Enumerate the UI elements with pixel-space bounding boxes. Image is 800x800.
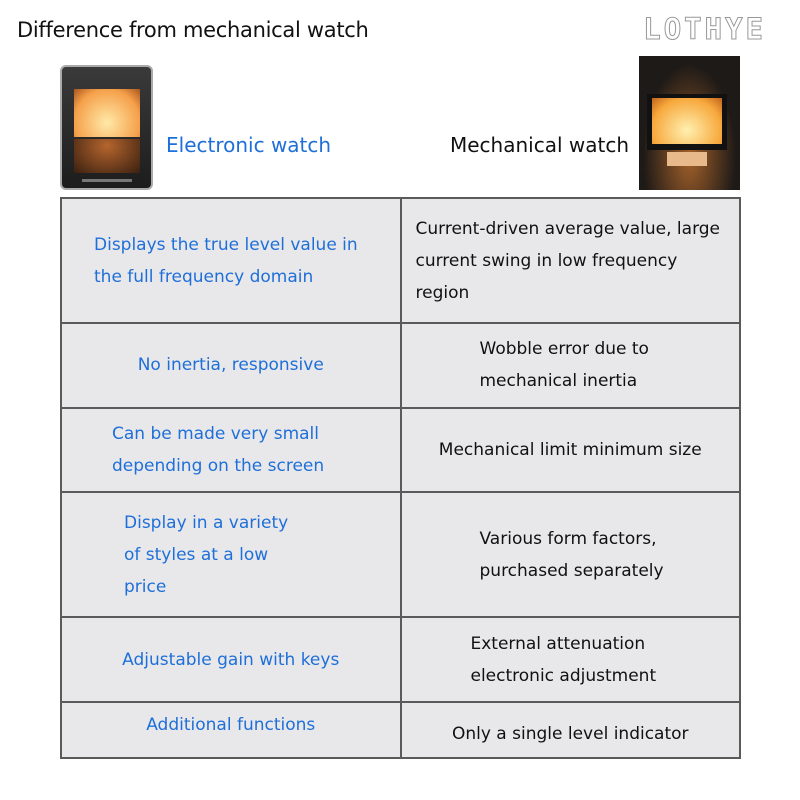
mechanical-cell: Current-driven average value, large curr… [399, 196, 741, 325]
table-row: Adjustable gain with keys External atten… [60, 616, 741, 703]
meter-face [652, 98, 722, 144]
mechanical-cell: Mechanical limit minimum size [399, 406, 741, 494]
mechanical-watch-label: Mechanical watch [450, 133, 630, 157]
meter-face [74, 89, 140, 137]
mechanical-meter-image [639, 56, 740, 190]
meter-label-strip [82, 179, 132, 182]
mechanical-cell: External attenuation electronic adjustme… [399, 616, 741, 703]
table-row: Can be made very small depending on the … [60, 406, 741, 494]
electronic-cell: Can be made very small depending on the … [60, 406, 402, 494]
electronic-meter-image [60, 65, 153, 190]
electronic-cell: Adjustable gain with keys [60, 616, 402, 703]
brand-logo: LOTHYE [643, 12, 766, 47]
table-row: No inertia, responsive Wobble error due … [60, 322, 741, 409]
table-row: Display in a variety of styles at a low … [60, 491, 741, 619]
mechanical-cell: Various form factors, purchased separate… [399, 491, 741, 619]
mechanical-cell: Wobble error due to mechanical inertia [399, 322, 741, 409]
electronic-cell: Display in a variety of styles at a low … [60, 491, 402, 619]
mechanical-cell: Only a single level indicator [399, 700, 741, 760]
page-title: Difference from mechanical watch [17, 18, 369, 42]
comparison-table: Displays the true level value in the ful… [60, 196, 741, 760]
meter-lower-panel [74, 139, 140, 173]
table-row: Additional functions Only a single level… [60, 700, 741, 760]
meter-base [667, 152, 707, 166]
meter-frame [647, 94, 727, 150]
electronic-cell: Displays the true level value in the ful… [60, 196, 402, 325]
table-row: Displays the true level value in the ful… [60, 196, 741, 325]
electronic-watch-label: Electronic watch [166, 133, 332, 157]
electronic-cell: Additional functions [60, 700, 402, 760]
electronic-cell: No inertia, responsive [60, 322, 402, 409]
